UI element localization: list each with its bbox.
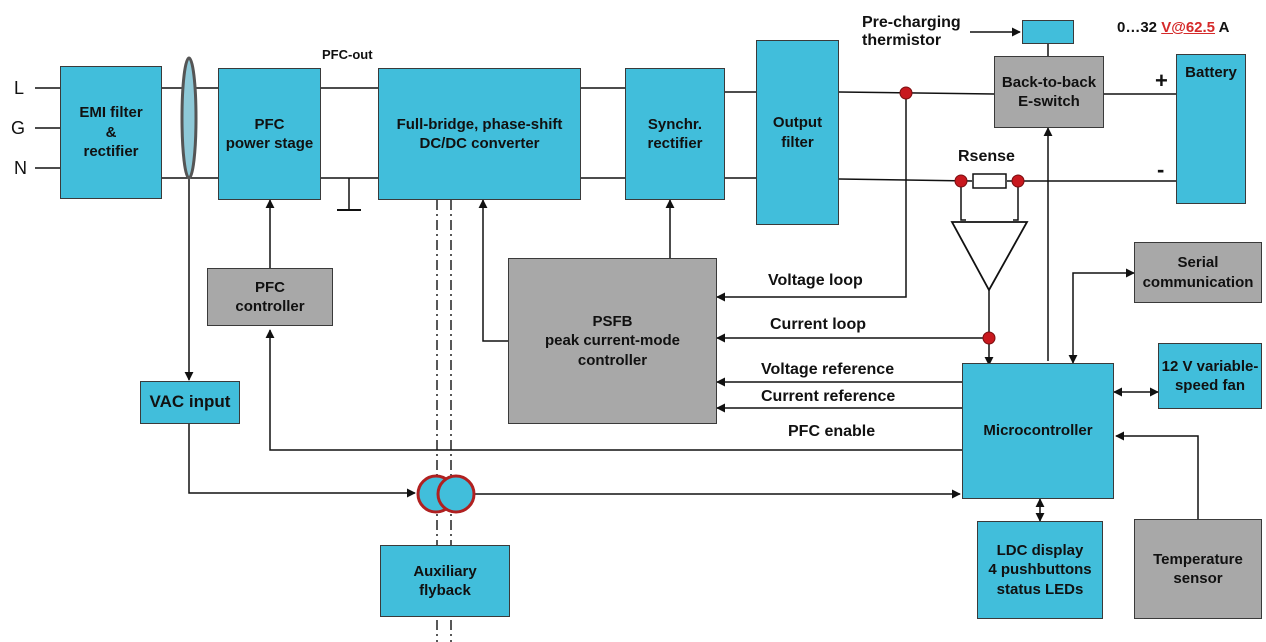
- microcontroller-block: Microcontroller: [962, 363, 1114, 499]
- battery-minus-label: -: [1157, 157, 1165, 182]
- rsense-node-right: [1011, 174, 1025, 188]
- fan-block: 12 V variable- speed fan: [1158, 343, 1262, 409]
- dcdc-converter-block: Full-bridge, phase-shift DC/DC converter: [378, 68, 581, 200]
- emi-filter-block: EMI filter & rectifier: [60, 66, 162, 199]
- current-sense-node: [982, 331, 996, 345]
- precharge-thermistor: [1022, 20, 1074, 44]
- temperature-sensor-block: Temperature sensor: [1134, 519, 1262, 619]
- rsense-resistor: [972, 173, 1007, 189]
- vac-input-block: VAC input: [140, 381, 240, 424]
- amp-input-right: [1013, 181, 1019, 221]
- rsense-label: Rsense: [958, 148, 1015, 165]
- temp-sensor-wire: [1115, 431, 1199, 519]
- aux-flyback-block: Auxiliary flyback: [380, 545, 510, 617]
- amp-input-left: [960, 181, 966, 221]
- pfc-out-label: PFC-out: [322, 47, 373, 62]
- rating-prefix: 0…32: [1117, 19, 1162, 36]
- output-filter-block: Output filter: [756, 40, 839, 225]
- current-sense-amplifier: [950, 221, 1029, 292]
- voltage-loop-wire: [716, 93, 907, 302]
- input-l-label: L: [14, 78, 25, 98]
- optocoupler-right: [436, 474, 476, 514]
- serial-wire: [1068, 268, 1135, 364]
- serial-communication-block: Serial communication: [1134, 242, 1262, 303]
- voltage-loop-label: Voltage loop: [768, 272, 863, 289]
- positive-rail: [838, 91, 995, 95]
- vac-to-isolator-wire: [188, 424, 416, 498]
- pfc-enable-label: PFC enable: [788, 423, 876, 440]
- voltage-sense-node: [899, 86, 913, 100]
- sync-rectifier-block: Synchr. rectifier: [625, 68, 725, 200]
- input-g-label: G: [11, 118, 26, 138]
- battery-plus-label: +: [1155, 68, 1168, 93]
- battery-block: Battery: [1176, 54, 1246, 204]
- psfb-controller-block: PSFB peak current-mode controller: [508, 258, 717, 424]
- pfc-enable-wire: [265, 329, 962, 451]
- pfc-stage-block: PFC power stage: [218, 68, 321, 200]
- common-mode-choke: [180, 56, 198, 180]
- rating-highlight: V@62.5: [1161, 19, 1216, 36]
- e-switch-block: Back-to-back E-switch: [994, 56, 1104, 128]
- display-block: LDC display 4 pushbuttons status LEDs: [977, 521, 1103, 619]
- rsense-node-left: [954, 174, 968, 188]
- rating-suffix: A: [1215, 19, 1230, 36]
- current-loop-label: Current loop: [770, 316, 866, 333]
- precharge-label: Pre-charging thermistor: [862, 14, 961, 50]
- psfb-drive-wire: [478, 199, 508, 342]
- input-n-label: N: [14, 158, 27, 178]
- current-reference-label: Current reference: [761, 388, 896, 405]
- voltage-reference-label: Voltage reference: [761, 361, 895, 378]
- pfc-controller-block: PFC controller: [207, 268, 333, 326]
- voltage-rating-label: 0…32 V@62.5 A: [1117, 19, 1229, 36]
